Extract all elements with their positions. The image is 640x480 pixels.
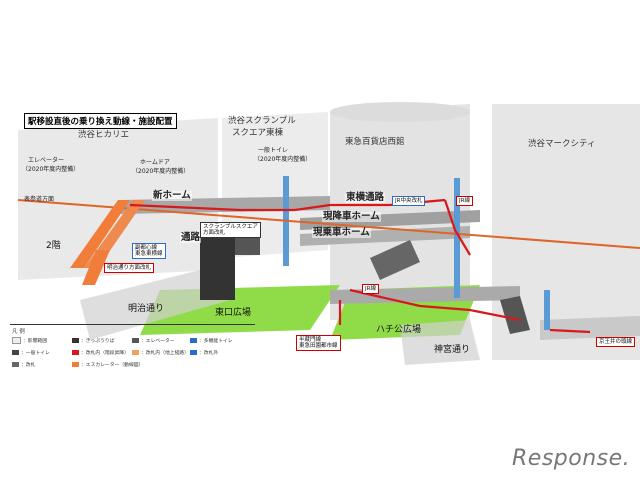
legend-item: ：改札外 (190, 349, 218, 356)
route-lower (349, 288, 521, 322)
label-new-home: 新ホーム (152, 190, 192, 201)
label-east-plaza: 東口広場 (215, 308, 252, 318)
legend-item: ：改札 (12, 361, 35, 368)
tag-hanzo: 半蔵門線東急田園都市線 (296, 335, 341, 352)
legend-swatch (132, 338, 139, 343)
diagram-title: 駅移設直後の乗り換え動線・施設配置 (24, 113, 177, 129)
legend-swatch (12, 362, 19, 367)
escalator-left-3 (82, 250, 110, 285)
pillar-2 (454, 178, 460, 298)
legend-item: ：影響範囲 (12, 337, 47, 344)
response-logo: Response. (512, 446, 631, 471)
callout-homedoor: ホームドア (140, 159, 170, 166)
street-jingu (400, 320, 480, 365)
route-new-to-scramble (129, 203, 295, 212)
tag-scramble-gate-line1: スクランブルスクエア (203, 224, 258, 230)
legend-item: ：改札内（階段昇降） (72, 349, 129, 356)
label-meiji: 明治通り (128, 304, 165, 314)
tag-jr-line: JR線 (456, 196, 473, 207)
stairs-center (370, 240, 420, 280)
label-jingu: 神宮通り (434, 345, 471, 355)
tag-fukutoshin-line1: 副都心線 (135, 245, 158, 251)
street-meiji (80, 270, 230, 340)
building-label-scramble-2: スクエア東棟 (232, 128, 284, 138)
label-tunnel-left: 通路 (180, 232, 202, 243)
legend-item: ：きっぷうりば (72, 337, 114, 344)
legend: 凡 例 ：影響範囲 ：きっぷうりば ：エレベーター ：多機能トイレ ：一般トイレ… (10, 324, 255, 383)
legend-swatch (12, 350, 19, 355)
legend-swatch (132, 350, 139, 355)
tag-meiji-gate: 明治通り方面改札 (104, 263, 155, 274)
callout-homedoor-year: （2020年度内整備） (132, 168, 190, 175)
tag-hanzo-line2: 東急田園都市線 (299, 343, 338, 350)
pillar-3 (544, 290, 550, 330)
legend-swatch (190, 350, 197, 355)
building-label-tokyu: 東急百貨店西館 (345, 137, 405, 147)
tag-hanzo-line1: 半蔵門線 (299, 337, 322, 343)
escalator-left-1 (70, 200, 130, 268)
route-inokashira (549, 328, 591, 334)
route-jr-down (443, 199, 471, 256)
building-label-hikarie: 渋谷ヒカリエ (78, 130, 130, 140)
label-floor2: 2階 (46, 241, 61, 251)
legend-swatch (72, 350, 79, 355)
label-current-board: 現乗車ホーム (312, 227, 371, 238)
building-tokyu-shape (330, 104, 470, 320)
legend-item: ：エスカレーター（動線図） (72, 361, 143, 368)
legend-swatch (72, 362, 79, 367)
tag-fukutoshin: 副都心線東急東横線 (132, 243, 166, 260)
tag-inokashira: 京王井の頭線 (596, 337, 636, 348)
legend-item: ：一般トイレ (12, 349, 50, 356)
label-hachiko: ハチ公広場 (376, 325, 422, 335)
tag-jr-central: JR中央改札 (392, 196, 426, 207)
callout-toilet-year: （2020年度内整備） (254, 156, 312, 163)
label-current-arrive: 現降車ホーム (322, 211, 381, 222)
building-tokyu-top (330, 102, 470, 122)
legend-item: ：エレベーター (132, 337, 175, 344)
legend-header: 凡 例 (12, 329, 25, 335)
legend-item: ：多機能トイレ (190, 337, 233, 344)
tag-scramble-gate-line2: 方面改札 (203, 230, 226, 237)
building-label-mark: 渋谷マークシティ (528, 139, 596, 149)
tag-scramble-gate: スクランブルスクエア方面改札 (200, 222, 261, 239)
callout-elevator-year: （2020年度内整備） (22, 166, 80, 173)
platform-inokashira (540, 316, 640, 340)
tag-jr-line-2: JR線 (362, 284, 379, 295)
block-dark-1 (200, 235, 235, 300)
building-mark-shape (492, 104, 640, 360)
building-hikarie-shape (18, 118, 218, 280)
callout-toilet: 一般トイレ (258, 147, 289, 154)
legend-swatch (12, 337, 21, 344)
tag-fukutoshin-line2: 東急東横線 (135, 251, 163, 258)
stairs-right (500, 296, 530, 334)
legend-swatch (190, 338, 197, 343)
callout-aoyama: 表参道方面 (24, 196, 55, 203)
legend-item: ：改札内（地上経路） (132, 349, 189, 356)
building-label-scramble-1: 渋谷スクランブル (228, 116, 296, 126)
label-keio-trans: 東横通路 (345, 192, 386, 203)
legend-swatch (72, 338, 79, 343)
callout-elevator: エレベーター (28, 157, 65, 164)
